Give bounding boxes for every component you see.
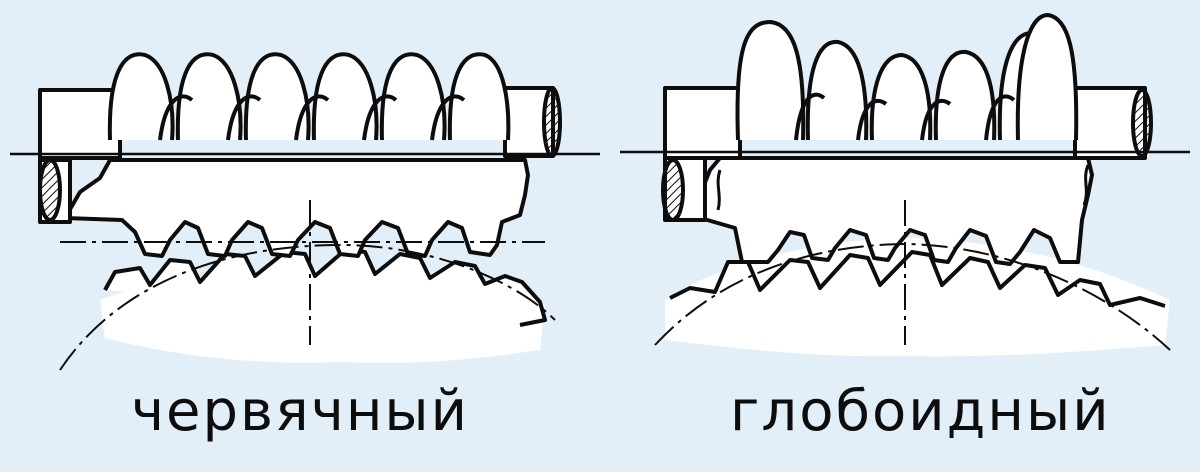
wheel-teeth: [669, 250, 1166, 308]
pitch-arc: [59, 244, 556, 371]
worm-thread: [805, 39, 869, 141]
worm-section: [688, 156, 1094, 266]
worm-section: [63, 158, 530, 258]
worm-shaft-left: [38, 88, 122, 160]
worm-thread: [735, 20, 806, 141]
worm-thread: [933, 49, 997, 141]
shaft-end-left: [38, 158, 62, 222]
worm-gear-diagram: [10, 52, 600, 371]
label-globoid: глобоидный: [730, 379, 1111, 444]
worm-thread: [1015, 13, 1079, 141]
shaft-end-right: [1131, 88, 1153, 158]
label-worm: червячный: [130, 379, 470, 444]
worm-thread: [447, 52, 511, 141]
worm-thread: [869, 53, 933, 141]
pitch-arc: [654, 243, 1171, 351]
shaft-end-right: [542, 86, 562, 158]
shaft-end-left: [661, 158, 685, 222]
worm-shaft-left: [663, 86, 742, 160]
globoid-gear-diagram: [620, 13, 1190, 357]
